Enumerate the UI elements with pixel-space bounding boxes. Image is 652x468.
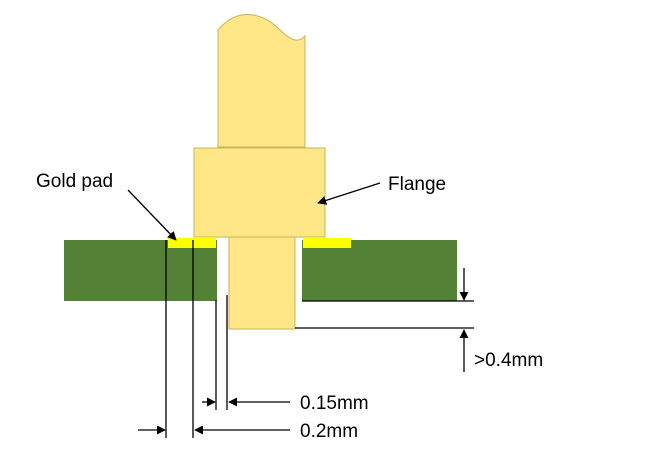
flange <box>193 147 326 238</box>
gold-pad-label: Gold pad <box>36 171 113 192</box>
pcb-left <box>64 240 217 301</box>
pin-lower-shaft <box>228 235 296 330</box>
pcb-right <box>302 240 457 301</box>
clearance-label: >0.4mm <box>474 350 543 371</box>
gold-pad-left <box>168 238 216 248</box>
flange-label: Flange <box>388 174 446 195</box>
pin-upper-shaft <box>217 14 306 148</box>
flange-leader <box>317 182 381 205</box>
gap-pin-label: 0.15mm <box>300 393 369 414</box>
gap-pad-label: 0.2mm <box>300 421 358 442</box>
gold-pad-leader <box>127 189 177 241</box>
gold-pad-right <box>303 238 351 248</box>
